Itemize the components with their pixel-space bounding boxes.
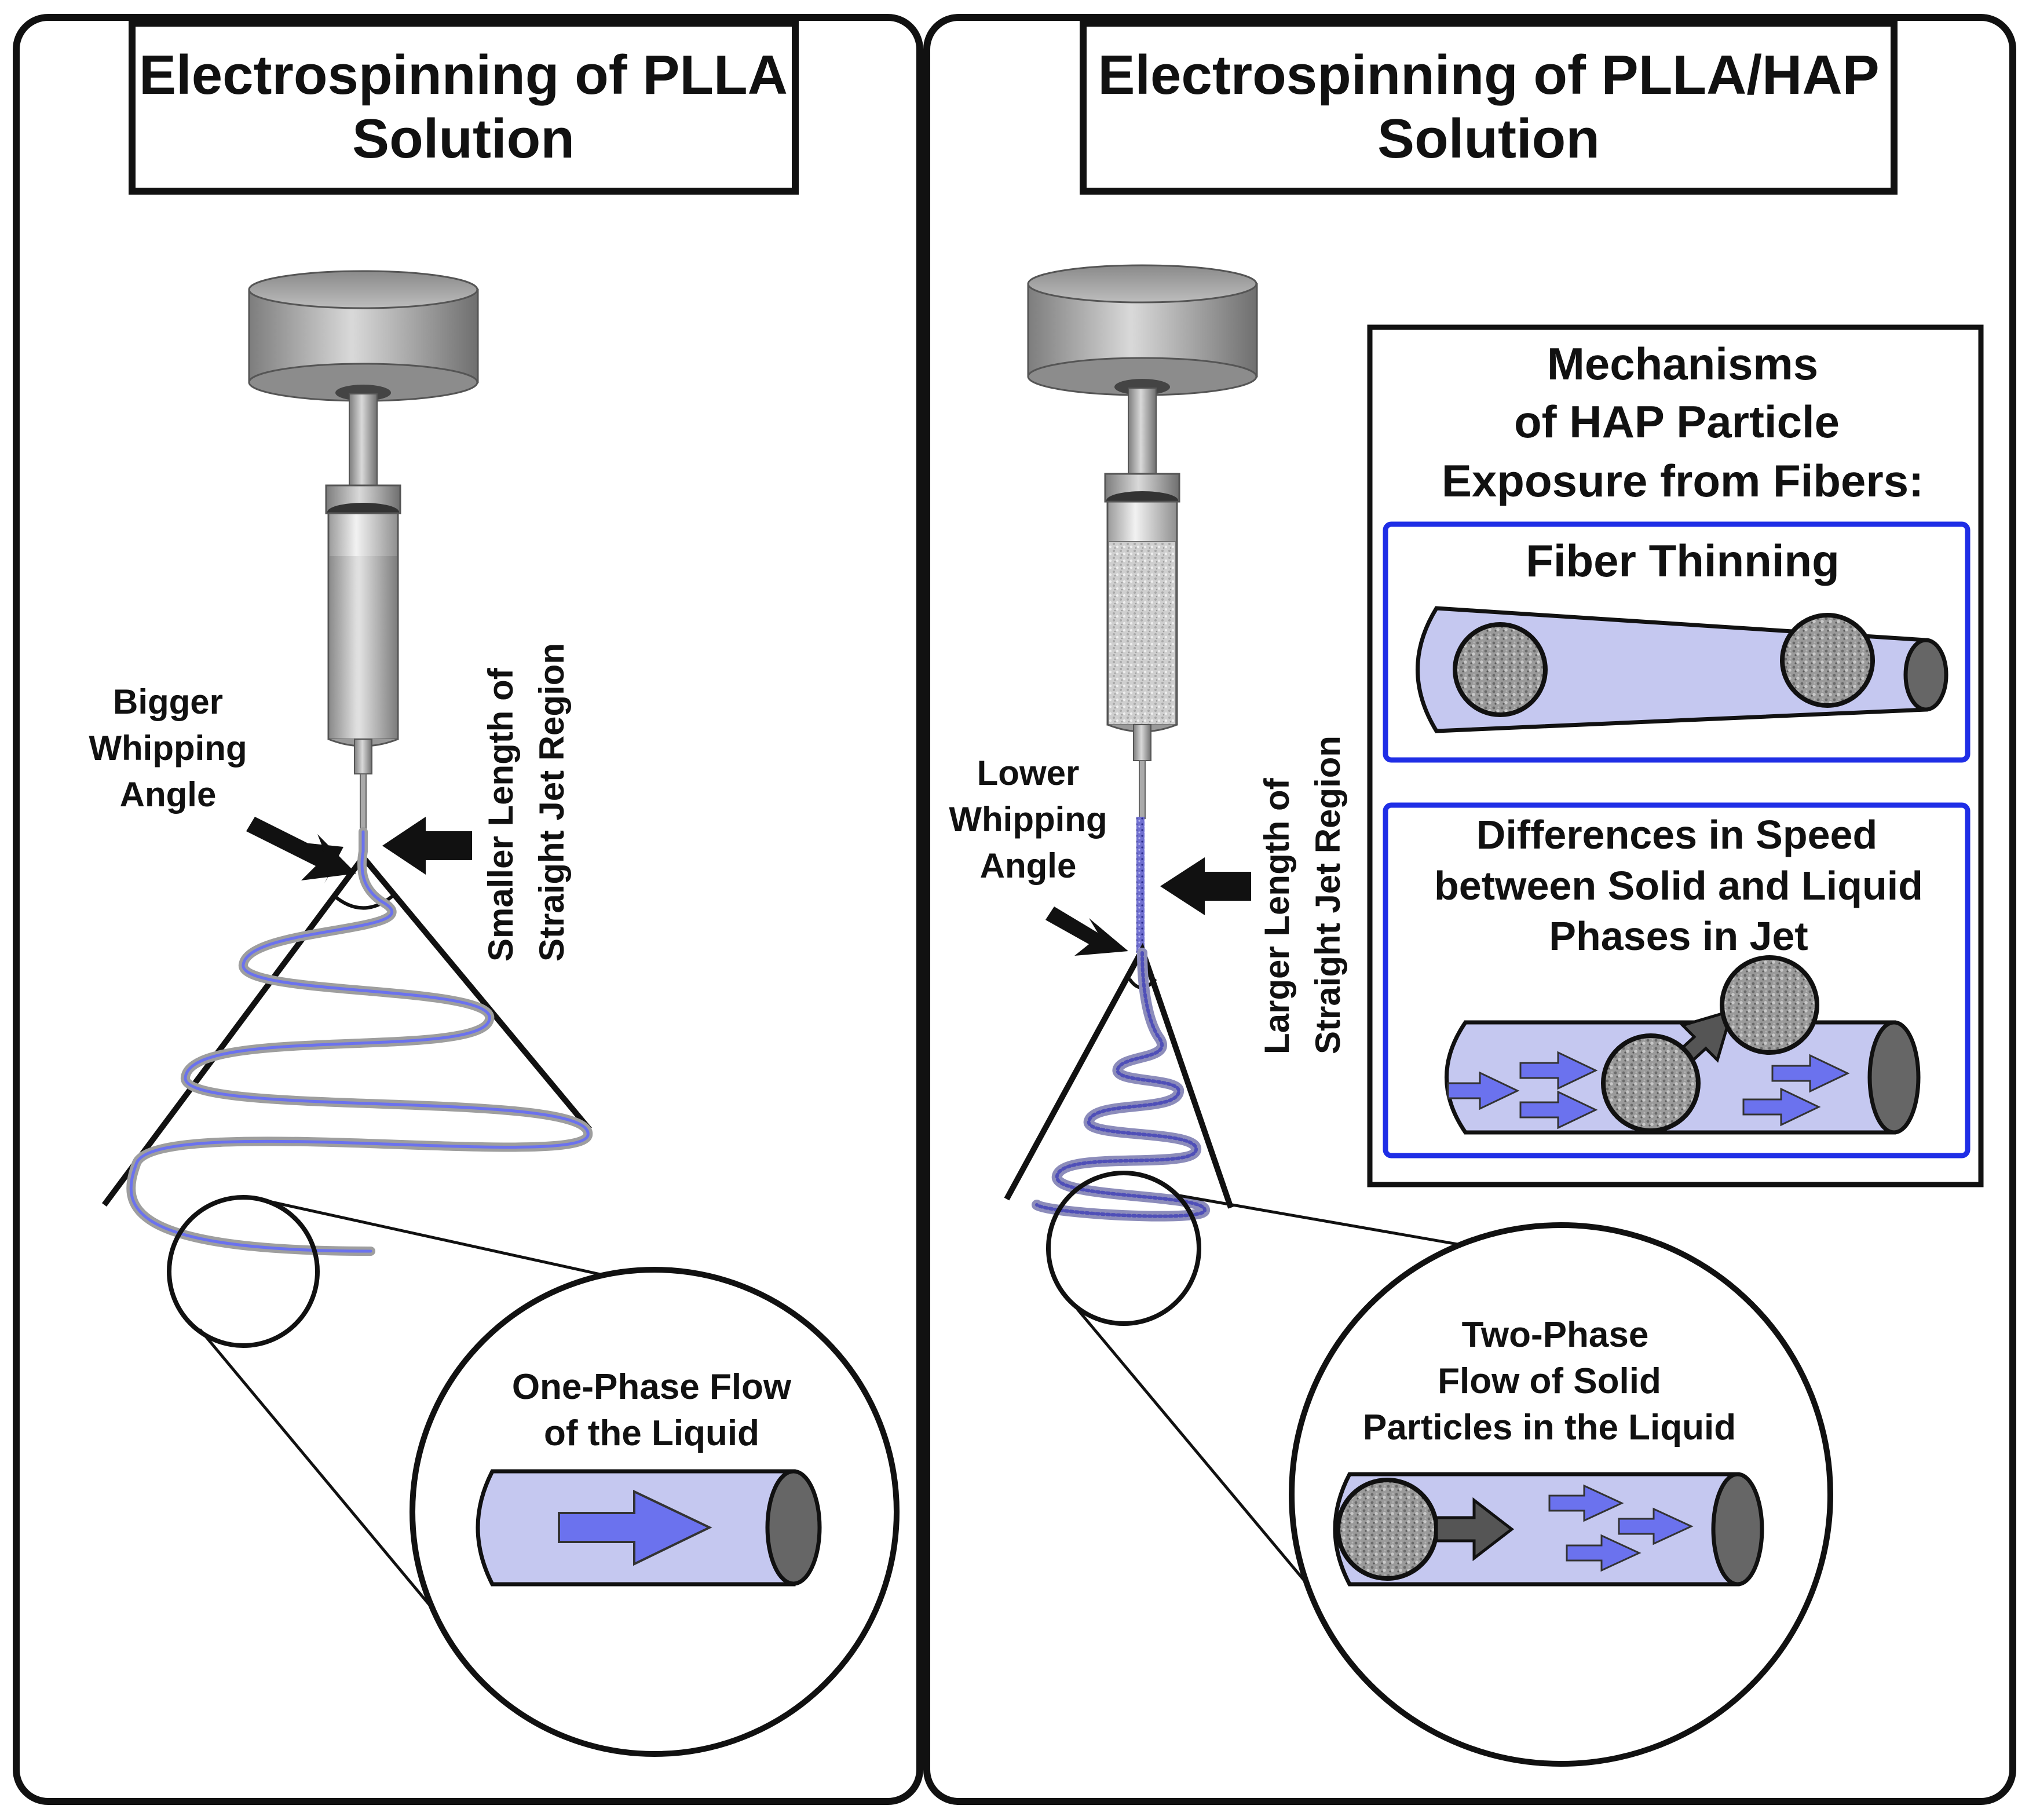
speed-difference-box: Differences in Speed between Solid and L… [1383,802,1970,1158]
liquid-arrow-3 [1566,1534,1642,1572]
right-title-line1: Electrospinning of PLLA/HAP [1098,44,1879,106]
svg-text:Particles in the Liquid: Particles in the Liquid [1363,1408,1736,1448]
liquid-flow-arrow [558,1489,712,1566]
svg-text:Smaller Length of: Smaller Length of [481,667,520,962]
hap-particle-escaping [1720,955,1819,1055]
right-title-box: Electrospinning of PLLA/HAP Solution [1080,20,1898,195]
right-angle-label: Lower Whipping Angle [949,754,1107,885]
svg-text:Lower: Lower [977,754,1080,792]
fiber-thinning-box: Fiber Thinning [1383,521,1970,763]
mechanisms-title-line3: Exposure from Fibers: [1442,455,1924,506]
jet-arrow-3 [1519,1090,1598,1130]
two-phase-fiber [1333,1472,1764,1587]
right-whipping-cone [1004,817,1234,1222]
jet-arrow-4 [1771,1054,1850,1093]
fiber-thinning-title: Fiber Thinning [1526,535,1840,586]
liquid-arrow-1 [1548,1484,1624,1522]
svg-text:Larger Length of: Larger Length of [1257,777,1296,1054]
svg-text:Straight Jet Region: Straight Jet Region [532,643,571,962]
svg-text:One-Phase Flow: One-Phase Flow [512,1367,792,1407]
svg-text:Angle: Angle [120,775,217,814]
mechanisms-title-line1: Mechanisms [1547,338,1818,389]
left-panel: Electrospinning of PLLA Solution [13,14,923,1805]
speed-diff-line3: Phases in Jet [1549,913,1808,959]
speed-diff-line1: Differences in Speed [1476,812,1877,857]
mechanisms-title-line2: of HAP Particle [1514,396,1840,447]
left-jet-arrow [382,817,472,875]
svg-text:of the Liquid: of the Liquid [544,1413,759,1453]
left-title-line1: Electrospinning of PLLA [139,44,788,106]
right-jet-arrow [1160,857,1251,915]
speed-diff-line2: between Solid and Liquid [1434,863,1923,908]
right-title-line2: Solution [1377,108,1600,170]
left-title-box: Electrospinning of PLLA Solution [129,20,799,195]
jet-arrow-5 [1742,1087,1821,1127]
left-angle-arrow [246,817,356,883]
left-jet-label: Smaller Length of Straight Jet Region [481,643,571,962]
svg-text:Whipping: Whipping [89,729,247,768]
particle-flow-arrow [1435,1497,1515,1562]
hap-particle [1336,1478,1439,1581]
right-jet-label: Larger Length of Straight Jet Region [1257,736,1347,1054]
right-panel: Electrospinning of PLLA/HAP Solution [923,14,2016,1805]
svg-text:Flow of Solid: Flow of Solid [1438,1361,1661,1401]
jet-arrow-1 [1447,1071,1520,1110]
left-zoom: One-Phase Flow of the Liquid [167,1195,900,1757]
left-whipping-cone [101,827,593,1256]
svg-text:Whipping: Whipping [949,800,1107,839]
left-angle-label: Bigger Whipping Angle [89,682,247,814]
left-syringe [248,270,479,832]
svg-text:Angle: Angle [980,846,1077,885]
hap-particle-inside [1601,1033,1701,1133]
hap-particle-embedded [1453,622,1548,717]
svg-text:Two-Phase: Two-Phase [1462,1315,1649,1355]
svg-text:Straight Jet Region: Straight Jet Region [1308,736,1347,1054]
right-zoom: Two-Phase Flow of Solid Particles in the… [1046,1171,1833,1767]
right-syringe [1027,264,1258,819]
mechanisms-box: Mechanisms of HAP Particle Exposure from… [1367,324,1984,1187]
svg-text:Bigger: Bigger [113,682,223,721]
jet-arrow-2 [1519,1051,1598,1090]
hap-particle-exposed [1780,613,1875,708]
one-phase-fiber [476,1469,822,1587]
left-title-line2: Solution [352,108,575,170]
liquid-arrow-2 [1618,1507,1694,1545]
right-angle-arrow [1045,907,1128,956]
